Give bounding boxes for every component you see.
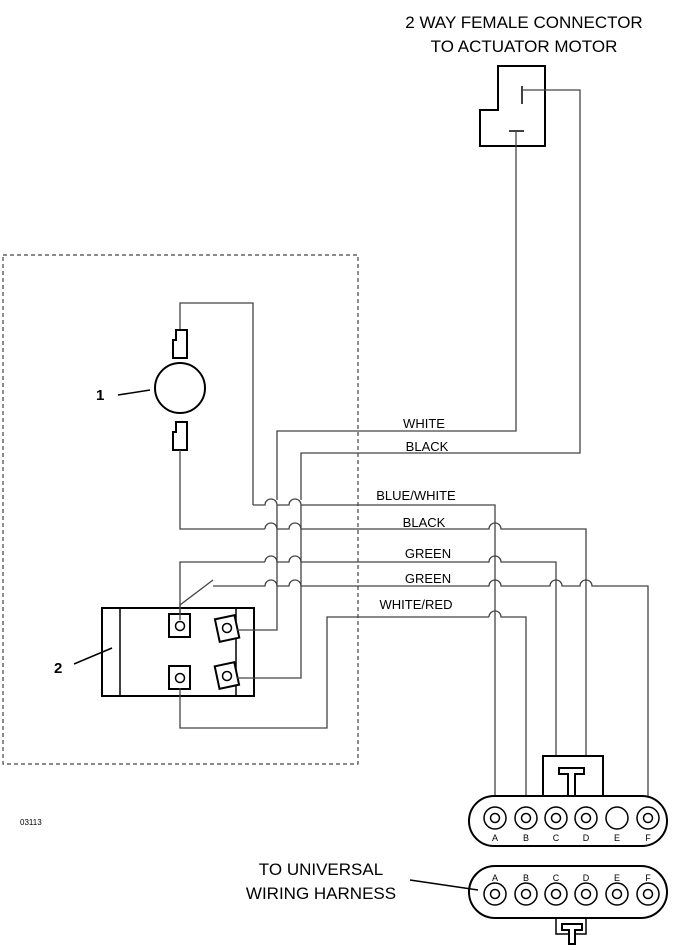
wire-label-white: WHITE bbox=[403, 416, 445, 431]
wire-label-black-top: BLACK bbox=[406, 439, 449, 454]
upper-pin-a bbox=[483, 806, 507, 830]
universal-harness-label-line2: WIRING HARNESS bbox=[246, 884, 396, 903]
switch-wire-white bbox=[237, 505, 278, 631]
lower-pin-b bbox=[514, 882, 538, 906]
lower-pin-label-d: D bbox=[583, 873, 590, 883]
lower-pin-c bbox=[544, 882, 568, 906]
upper-pin-label-d: D bbox=[583, 833, 590, 843]
component-1 bbox=[117, 302, 265, 530]
upper-pin-e bbox=[605, 806, 629, 830]
upper-pin-label-b: B bbox=[523, 833, 529, 843]
component-1-label: 1 bbox=[96, 387, 104, 404]
lower-pin-label-c: C bbox=[553, 873, 560, 883]
universal-harness-leader bbox=[409, 879, 479, 891]
upper-pin-label-f: F bbox=[645, 833, 651, 843]
actuator-motor-connector bbox=[276, 65, 581, 500]
wire-label-green-2: GREEN bbox=[405, 571, 451, 586]
upper-pin-b bbox=[514, 806, 538, 830]
lower-pin-label-e: E bbox=[614, 873, 620, 883]
upper-pin-label-a: A bbox=[492, 833, 498, 843]
switch-wire-white-red bbox=[179, 616, 489, 729]
lower-pin-f bbox=[636, 882, 660, 906]
upper-pin-d bbox=[574, 806, 598, 830]
lower-pin-label-f: F bbox=[645, 873, 651, 883]
upper-pin-c bbox=[544, 806, 568, 830]
upper-pin-label-e: E bbox=[614, 833, 620, 843]
upper-pin-label-c: C bbox=[553, 833, 560, 843]
top-connector-title-line1: 2 WAY FEMALE CONNECTOR bbox=[405, 13, 642, 32]
switch-wire-green-2 bbox=[179, 561, 265, 613]
component-2-label: 2 bbox=[54, 660, 62, 677]
horizontal-wires bbox=[213, 498, 649, 812]
component-2-switch bbox=[101, 607, 255, 697]
six-pin-connector-lower: A B C D E F bbox=[468, 865, 668, 945]
switch-wire-black bbox=[237, 505, 302, 679]
lower-pin-label-a: A bbox=[492, 873, 498, 883]
lower-pin-e bbox=[605, 882, 629, 906]
wire-label-white-red: WHITE/RED bbox=[380, 597, 453, 612]
figure-code: 03113 bbox=[20, 818, 42, 827]
lower-pin-label-b: B bbox=[523, 873, 529, 883]
wire-label-green-1: GREEN bbox=[405, 546, 451, 561]
lower-pin-d bbox=[574, 882, 598, 906]
top-connector-title-line2: TO ACTUATOR MOTOR bbox=[431, 37, 618, 56]
lower-pin-a bbox=[483, 882, 507, 906]
wire-label-blue-white: BLUE/WHITE bbox=[376, 488, 456, 503]
upper-pin-f bbox=[636, 806, 660, 830]
wire-label-black: BLACK bbox=[403, 515, 446, 530]
component-2-leader bbox=[73, 647, 113, 665]
universal-harness-label-line1: TO UNIVERSAL bbox=[259, 860, 383, 879]
dashed-boundary bbox=[2, 254, 359, 765]
six-pin-connector-upper: A B C D E F bbox=[468, 755, 668, 847]
